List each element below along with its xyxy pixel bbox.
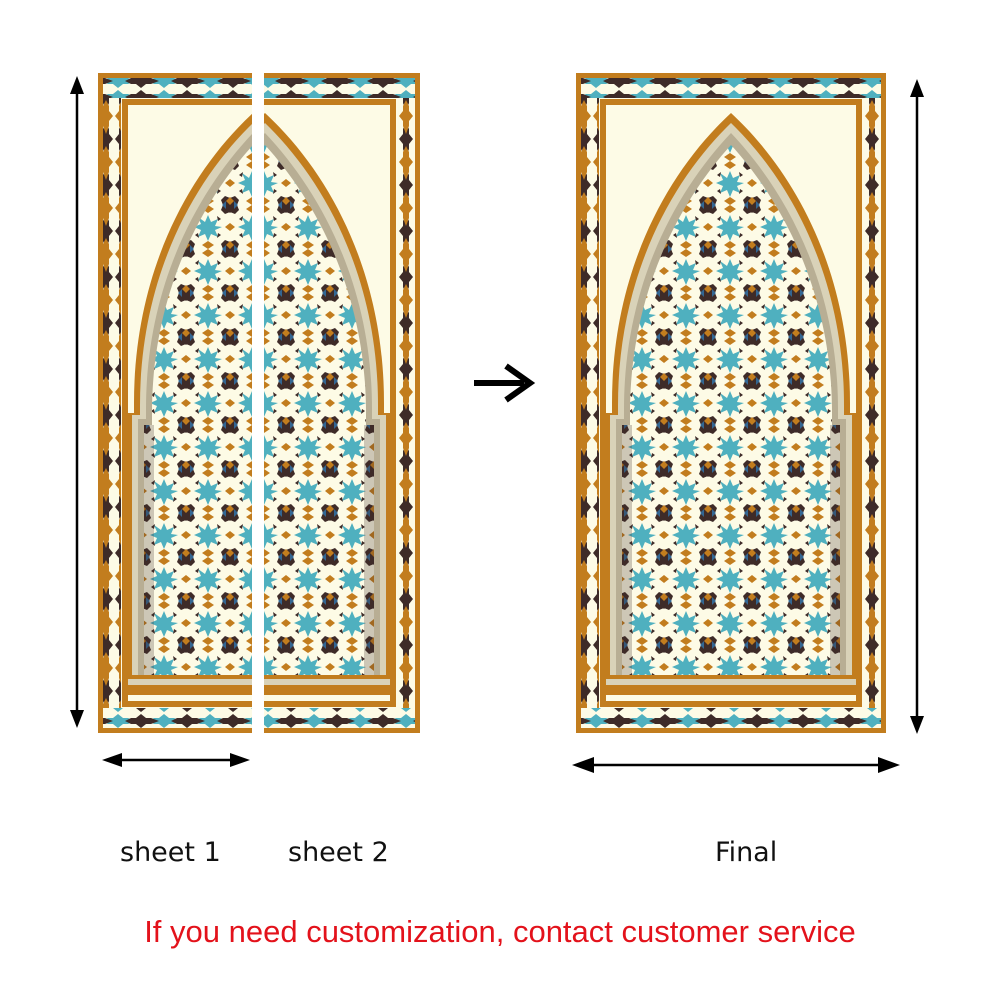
final-label: Final <box>715 837 778 868</box>
sheet2-label: sheet 2 <box>288 837 389 868</box>
sheet1-panel <box>98 73 252 733</box>
final-height-arrow <box>910 79 924 734</box>
sheet2-panel <box>264 73 420 733</box>
arrow-right-icon <box>474 363 536 403</box>
sheet1-width-arrow <box>102 753 250 767</box>
sheet2-artwork <box>264 73 420 733</box>
sheets-height-arrow <box>70 76 84 728</box>
final-panel <box>576 73 886 733</box>
sheet1-label: sheet 1 <box>120 837 221 868</box>
sheet1-artwork <box>98 73 252 733</box>
final-width-arrow <box>572 757 900 773</box>
final-artwork <box>576 73 886 733</box>
customization-notice: If you need customization, contact custo… <box>144 914 856 949</box>
